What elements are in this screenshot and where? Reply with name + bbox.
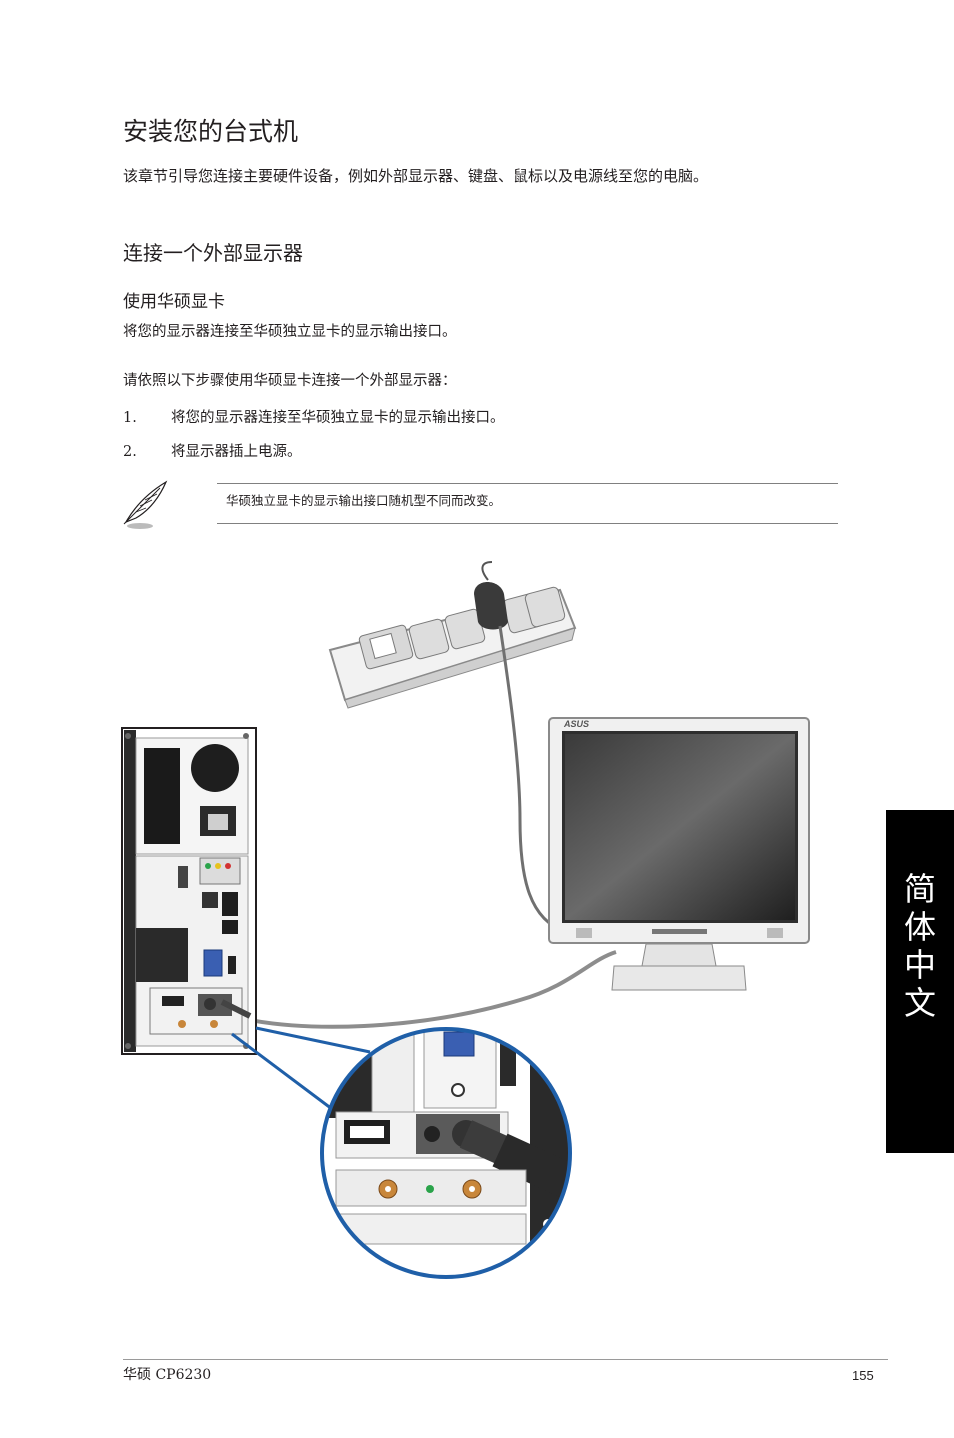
step-text: 将您的显示器连接至华硕独立显卡的显示输出接口。: [171, 410, 505, 426]
note-bottom-rule: [217, 523, 838, 524]
subsection-title: 使用华硕显卡: [123, 292, 225, 312]
note-text: 华硕独立显卡的显示输出接口随机型不同而改变。: [226, 493, 502, 508]
page-number: 155: [852, 1368, 874, 1383]
step-number: 1.: [123, 410, 137, 426]
step-number: 2.: [123, 444, 137, 460]
language-tab: 简 体 中 文: [886, 810, 954, 1153]
intro-paragraph: 该章节引导您连接主要硬件设备，例如外部显示器、键盘、鼠标以及电源线至您的电脑。: [123, 167, 709, 185]
step-text: 将显示器插上电源。: [171, 444, 302, 460]
power-strip: [328, 561, 577, 709]
steps-intro: 请依照以下步骤使用华硕显卡连接一个外部显示器：: [123, 373, 457, 389]
tab-char: 体: [903, 908, 936, 946]
step-2: 2. 将显示器插上电源。: [123, 441, 302, 463]
monitor-logo: ASUS: [563, 719, 589, 729]
tab-char: 中: [903, 946, 936, 984]
note-top-rule: [217, 483, 838, 484]
feather-pen-icon: [123, 480, 168, 529]
zoom-callout: [320, 1027, 572, 1279]
step-1: 1. 将您的显示器连接至华硕独立显卡的显示输出接口。: [123, 407, 505, 429]
pc-tower-rear: [121, 727, 257, 1055]
tab-char: 文: [903, 984, 936, 1022]
footer-product: 华硕 CP6230: [123, 1367, 212, 1383]
monitor: ASUS: [548, 717, 810, 991]
footer-rule: [123, 1359, 888, 1360]
page-heading: 安装您的台式机: [123, 117, 299, 146]
section-title: 连接一个外部显示器: [123, 241, 303, 265]
subsection-text: 将您的显示器连接至华硕独立显卡的显示输出接口。: [123, 324, 457, 340]
tab-char: 简: [903, 870, 936, 908]
